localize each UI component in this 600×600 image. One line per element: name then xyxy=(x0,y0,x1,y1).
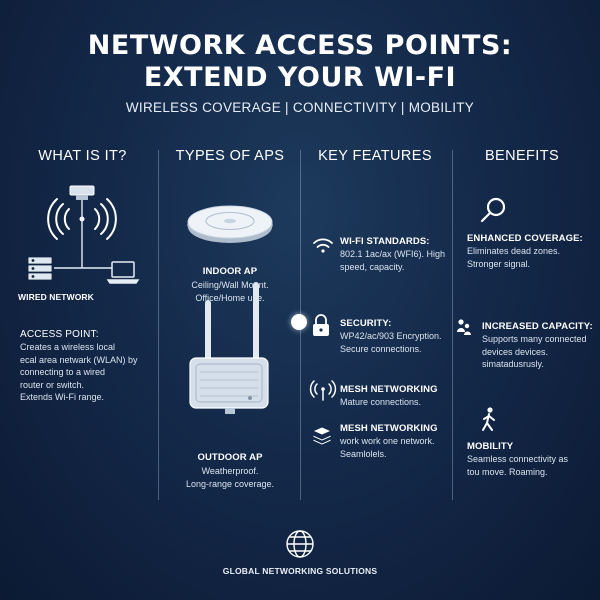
server-icon xyxy=(27,256,53,281)
wifi-waves-icon xyxy=(47,198,117,240)
benefit-line: Eliminates dead zones. xyxy=(467,246,561,256)
feature-line: 802.1 1ac/ax (WFI6). High xyxy=(340,249,446,259)
broadcast-icon xyxy=(309,380,337,401)
feature-line: WP42/ac/903 Encryption. xyxy=(340,331,442,341)
title-line-2: EXTEND YOUR WI-FI xyxy=(143,62,457,93)
benefit-line: devices devices. xyxy=(482,346,549,357)
heading-what-is-it: WHAT IS IT? xyxy=(38,148,127,164)
heading-key-features: KEY FEATURES xyxy=(318,148,432,164)
globe-icon xyxy=(286,530,314,558)
description-line: connecting to a wired xyxy=(20,367,106,377)
magnifier-icon xyxy=(480,197,506,223)
feature-title: WI-FI STANDARDS: xyxy=(340,236,430,247)
wifi-icon xyxy=(313,238,333,253)
feature-wifi-standards: WI-FI STANDARDS: 802.1 1ac/ax (WFI6). Hi… xyxy=(340,236,452,273)
indoor-ap-line: Office/Home use. xyxy=(195,292,265,303)
ceiling-access-point-icon xyxy=(69,185,95,200)
subtitle: WIRELESS COVERAGE | CONNECTIVITY | MOBIL… xyxy=(125,100,475,115)
feature-security: SECURITY: WP42/ac/903 Encryption. Secure… xyxy=(340,318,452,355)
indoor-ap-title: INDOOR AP xyxy=(202,266,258,277)
benefit-enhanced-coverage: ENHANCED COVERAGE: Eliminates dead zones… xyxy=(467,233,595,270)
laptop-icon xyxy=(106,261,140,284)
description-line: Creates a wireless local xyxy=(20,342,116,352)
benefit-title: MOBILITY xyxy=(467,441,514,452)
title-line-1: NETWORK ACCESS POINTS: xyxy=(87,30,513,61)
benefit-line: Supports many connected xyxy=(482,334,587,344)
feature-title: SECURITY: xyxy=(340,318,392,329)
outdoor-ap-line: Long-range coverage. xyxy=(185,478,275,489)
benefit-increased-capacity: INCREASED CAPACITY: Supports many connec… xyxy=(482,321,598,371)
benefit-title: ENHANCED COVERAGE: xyxy=(467,233,583,244)
heading-benefits: BENEFITS xyxy=(484,148,560,164)
feature-line: speed, capacity. xyxy=(340,261,405,272)
benefit-line: simatadusrusly. xyxy=(482,359,544,369)
access-point-title: ACCESS POINT: xyxy=(20,329,99,340)
benefit-line: Stronger signal. xyxy=(467,258,531,269)
indoor-ap-line: Ceiling/Wall Mount. xyxy=(191,280,269,290)
outdoor-ap-text: OUTDOOR AP Weatherproof. Long-range cove… xyxy=(165,452,295,490)
walking-person-icon xyxy=(482,407,495,431)
feature-mesh-networking-2: MESH NETWORKING work work one network. S… xyxy=(340,423,452,460)
column-divider xyxy=(158,150,159,500)
benefit-line: tou move. Roaming. xyxy=(467,466,548,477)
feature-line: Secure connections. xyxy=(340,343,422,354)
stack-icon xyxy=(312,426,332,446)
lock-icon xyxy=(313,314,329,336)
heading-types-of-aps: TYPES OF APS xyxy=(175,148,285,164)
indoor-ap-icon xyxy=(187,205,273,243)
feature-title: MESH NETWORKING xyxy=(340,384,438,395)
feature-line: Mature connections. xyxy=(340,397,422,407)
feature-title: MESH NETWORKING xyxy=(340,423,438,434)
footer-brand: GLOBAL NETWORKING SOLUTIONS xyxy=(222,566,378,576)
outdoor-ap-icon xyxy=(189,282,269,414)
outdoor-ap-line: Weatherproof. xyxy=(201,466,259,476)
description-line: Extends Wi-Fi range. xyxy=(20,392,105,402)
feature-line: Seamlolels. xyxy=(340,448,387,459)
access-point-description: ACCESS POINT: Creates a wireless local e… xyxy=(20,329,150,404)
description-line: router or switch. xyxy=(20,379,85,390)
benefit-title: INCREASED CAPACITY: xyxy=(482,321,593,332)
users-icon xyxy=(457,319,471,335)
wired-network-label: WIRED NETWORK xyxy=(18,292,94,302)
network-cable xyxy=(54,200,112,269)
benefit-line: Seamless connectivity as xyxy=(467,454,569,464)
benefit-mobility: MOBILITY Seamless connectivity as tou mo… xyxy=(467,441,595,478)
feature-line: work work one network. xyxy=(340,436,435,446)
description-line: ecal area netwark (WLAN) by xyxy=(20,354,138,365)
outdoor-ap-title: OUTDOOR AP xyxy=(197,452,263,463)
feature-mesh-networking: MESH NETWORKING Mature connections. xyxy=(340,384,452,409)
timeline-dot xyxy=(291,314,307,330)
indoor-ap-text: INDOOR AP Ceiling/Wall Mount. Office/Hom… xyxy=(170,266,290,304)
column-divider xyxy=(452,150,453,500)
